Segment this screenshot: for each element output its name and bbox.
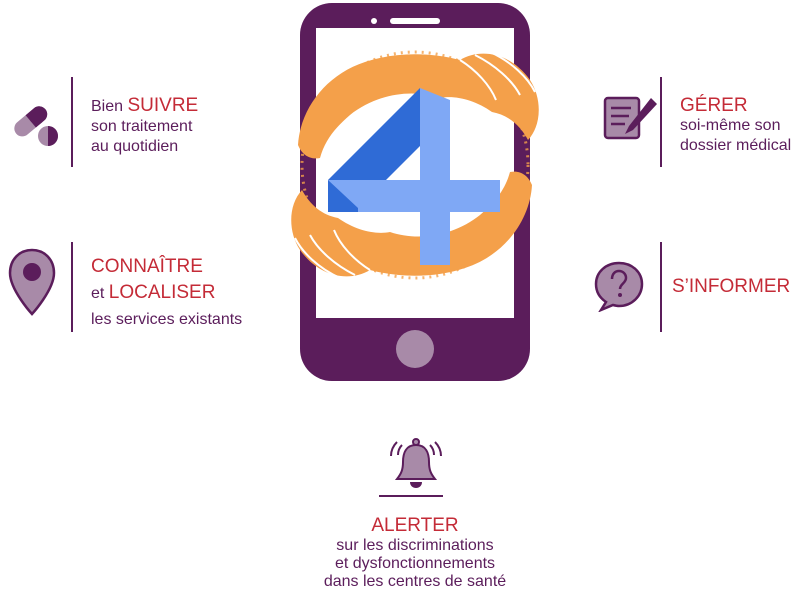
connaitre-line3: les services existants — [91, 311, 243, 328]
gerer-line3: dossier médical — [680, 137, 792, 154]
suivre-highlight: SUIVRE — [127, 95, 199, 116]
suivre-line2: son traitement — [91, 118, 193, 135]
gerer-highlight: GÉRER — [680, 95, 748, 116]
alerter-line3: et dysfonctionnements — [334, 555, 496, 572]
informer-highlight: S’INFORMER — [672, 276, 791, 297]
divider-alerter — [379, 495, 443, 497]
phone-home-button — [396, 330, 434, 368]
connaitre-highlight: CONNAÎTRE — [91, 256, 203, 277]
divider-connaitre — [71, 242, 73, 332]
feature-connaitre: CONNAÎTRE et LOCALISER les services exis… — [91, 254, 242, 333]
divider-informer — [660, 242, 662, 332]
divider-gerer — [660, 77, 662, 167]
suivre-line3: au quotidien — [91, 138, 179, 155]
suivre-prefix: Bien — [91, 98, 128, 115]
feature-alerter: ALERTER sur les discriminations et dysfo… — [300, 515, 530, 591]
upper-hand-shape — [298, 53, 539, 159]
question-bubble-icon — [593, 260, 645, 312]
connaitre-connector: et — [91, 285, 109, 302]
divider-suivre — [71, 77, 73, 167]
feature-gerer: GÉRER soi-même son dossier médical — [680, 96, 791, 156]
medical-record-icon — [603, 94, 659, 142]
alerter-line4: dans les centres de santé — [323, 573, 507, 590]
pill-icon — [8, 96, 62, 150]
location-pin-icon — [8, 248, 56, 318]
four-vertical — [420, 88, 450, 265]
gerer-line2: soi-même son — [680, 117, 781, 134]
localiser-highlight: LOCALISER — [108, 282, 216, 303]
alerter-line2: sur les discriminations — [336, 537, 494, 554]
four-diagonal — [328, 88, 450, 208]
bell-icon — [388, 436, 444, 490]
hands-logo-icon — [280, 40, 550, 290]
alerter-highlight: ALERTER — [371, 515, 459, 536]
phone-speaker — [390, 18, 440, 24]
four-horizontal — [328, 180, 500, 212]
feature-suivre: Bien SUIVRE son traitement au quotidien — [91, 96, 198, 157]
lower-hand-shape — [291, 171, 532, 277]
feature-informer: S’INFORMER — [672, 277, 790, 297]
phone-camera — [371, 18, 377, 24]
